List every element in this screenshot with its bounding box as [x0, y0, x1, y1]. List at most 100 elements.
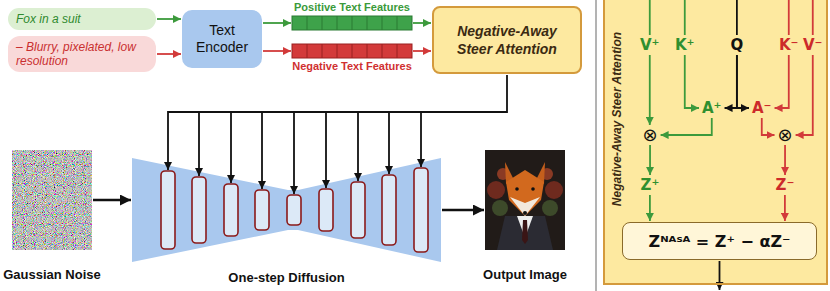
condition-drop: [325, 112, 327, 188]
input-line: [649, 0, 651, 35]
connector-arrow: [649, 195, 651, 221]
unet-layer: [161, 171, 175, 249]
input-line: [736, 0, 738, 35]
unet-layer: [414, 168, 428, 252]
node-text: Fox in a suit: [16, 12, 81, 26]
connector-arrow: [157, 53, 181, 55]
connector-arrow: [263, 50, 291, 52]
unet-layer: [319, 189, 333, 231]
connector-arrow: [157, 18, 181, 20]
node-text: K⁻: [779, 36, 799, 54]
value-symbol: V⁻: [801, 36, 825, 54]
unet-trapezoid: [132, 158, 441, 262]
node-text: Positive Text Features: [294, 1, 410, 14]
node-text: Z⁺: [641, 176, 660, 194]
connector-arrow: [93, 199, 131, 202]
node-text: Negative-Away Steer Attention: [438, 22, 576, 58]
node-text: V⁻: [803, 36, 823, 54]
connector-arrow: [442, 209, 484, 212]
node-text: A⁺: [702, 99, 722, 117]
node-text: One-step Diffusion: [228, 270, 344, 285]
node-text: Negative Text Features: [292, 60, 412, 73]
foliage: [545, 181, 563, 199]
key-symbol: K⁺: [673, 36, 697, 54]
formula-box: Zᴺᴬˢᴬ = Z⁺ − αZ⁻: [622, 222, 817, 260]
foliage: [492, 200, 508, 216]
connector-arrow: [725, 55, 737, 108]
unet-layer: [255, 190, 269, 230]
fox-muzzle: [510, 197, 540, 216]
image-background: [485, 150, 565, 250]
output-image: Output Image: [485, 150, 565, 250]
condition-drop: [388, 112, 390, 174]
connector-arrow: [762, 118, 775, 135]
process-box: Text Encoder: [182, 10, 262, 68]
condition-drop: [420, 112, 422, 167]
unet-layer: [287, 195, 301, 225]
condition-drop: [357, 112, 359, 181]
output-symbol: Z⁻: [774, 176, 797, 194]
connector-arrow: [784, 195, 786, 221]
multiply-symbol: ⊗: [641, 126, 660, 144]
negative-feature-bar: [292, 44, 412, 58]
prompt-pill: – Blurry, pixelated, low resolution: [8, 36, 156, 72]
feature-cells: [307, 16, 397, 30]
attention-symbol: A⁺: [700, 99, 724, 117]
connector-arrow: [413, 22, 431, 24]
node-text: A⁻: [752, 99, 772, 117]
connector-arrow: [263, 22, 291, 24]
input-line: [684, 0, 686, 35]
feature-bar: Negative Text Features: [292, 44, 412, 58]
node-text: Gaussian Noise: [3, 267, 101, 282]
query-symbol: Q: [729, 36, 746, 54]
panel-fill: [603, 0, 828, 285]
node-text: Zᴺᴬˢᴬ = Z⁺ − αZ⁻: [649, 232, 791, 251]
input-line: [812, 0, 814, 35]
node-text: V⁺: [640, 36, 660, 54]
input-line: [788, 0, 790, 35]
condition-drop: [293, 112, 295, 194]
tie: [522, 220, 528, 244]
fox-eye: [515, 187, 519, 191]
connector-arrow: [413, 50, 431, 52]
diffusion-unet: One-step Diffusion: [132, 158, 441, 262]
positive-feature-bar: [292, 16, 412, 30]
connector-arrow: [775, 55, 789, 108]
node-text: Q: [731, 36, 744, 54]
connector-arrow: [685, 55, 699, 108]
attention-box: Negative-Away Steer Attention: [432, 6, 582, 74]
unet-layer: [382, 175, 396, 245]
connector-arrow: [649, 145, 651, 175]
node-text: Z⁻: [776, 176, 795, 194]
node-text: – Blurry, pixelated, low resolution: [16, 40, 148, 68]
condition-drop: [230, 112, 232, 183]
unet-layer: [192, 177, 206, 243]
multiply-symbol: ⊗: [776, 126, 795, 144]
fox-illustration: [485, 150, 565, 250]
attention-panel: Negative-Away Steer Attention V⁺ K⁺ Q K⁻V⁻ A⁺…: [603, 0, 828, 285]
fox-head: [506, 170, 544, 216]
foliage: [487, 181, 505, 199]
unet-layer: [224, 184, 238, 236]
feature-bar: Positive Text Features: [292, 16, 412, 30]
output-symbol: Z⁺: [639, 176, 662, 194]
node-text: Text Encoder: [186, 22, 258, 56]
fox-eye: [531, 187, 535, 191]
node-text: ⊗: [643, 124, 658, 145]
attention-symbol: A⁻: [750, 99, 774, 117]
node-text: ⊗: [778, 124, 793, 145]
connector-arrow: [649, 55, 651, 125]
node-text: Negative-Away Steer Attention: [609, 19, 625, 219]
prompt-pill: Fox in a suit: [8, 8, 156, 30]
gaussian-noise-image: [12, 150, 92, 250]
node-text: K⁺: [675, 36, 695, 54]
connector-arrow: [796, 55, 813, 135]
connector-arrow: [168, 75, 507, 170]
divider-line: [595, 0, 597, 291]
unet-layer: [351, 182, 365, 238]
connector-arrow: [661, 118, 712, 135]
connector-arrow: [784, 145, 786, 175]
suit: [497, 216, 553, 250]
noise-image: Gaussian Noise: [12, 150, 92, 250]
